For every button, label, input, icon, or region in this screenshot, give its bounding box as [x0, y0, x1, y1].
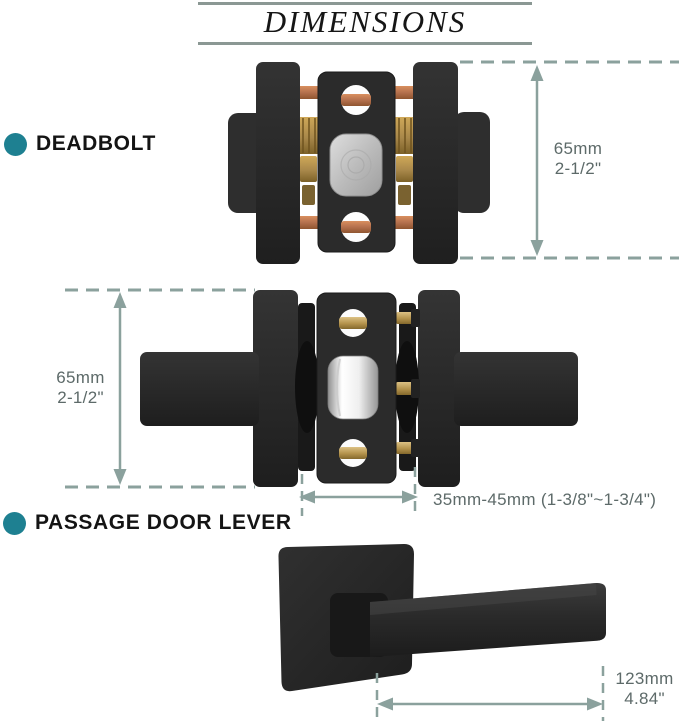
section-passage-lever-label: PASSAGE DOOR LEVER [35, 511, 292, 534]
latch-hole-bottom [339, 439, 367, 467]
deadbolt-illustration [228, 60, 679, 264]
right-lever-handle [454, 352, 578, 426]
page-title: DIMENSIONS [263, 4, 467, 39]
section-passage-lever: PASSAGE DOOR LEVER [3, 511, 292, 535]
deadbolt-height-dimension: 65mm 2-1/2" [528, 139, 628, 179]
lever-length-dimension: 123mm 4.84" [610, 669, 679, 709]
deadbolt-keyside-cylinder [454, 112, 490, 213]
lever-handle-highlight [370, 583, 597, 615]
latch-mechanism-right [395, 303, 420, 471]
deadbolt-right-plate [413, 62, 458, 264]
circle-bullet-icon [3, 511, 26, 535]
deadbolt-height-inch: 2-1/2" [554, 159, 602, 179]
section-deadbolt-label: DEADBOLT [36, 132, 156, 155]
latch-bolt-chrome [327, 355, 379, 420]
deadbolt-height-mm: 65mm [553, 139, 603, 158]
deadbolt-left-plate [256, 62, 300, 264]
title-rule-top [198, 2, 532, 5]
lever-height-dimension: 65mm 2-1/2" [33, 368, 128, 408]
latch-hole-top [341, 85, 371, 115]
lever-set-illustration [65, 288, 578, 516]
latch-mechanism-left [295, 303, 319, 471]
latch-hole-bottom [341, 212, 371, 242]
deadbolt-bolt-face [329, 133, 383, 197]
latch-hole-top [339, 309, 367, 337]
single-lever-illustration [278, 544, 606, 721]
lever-right-rosette-plate [418, 290, 460, 487]
section-deadbolt: DEADBOLT [4, 132, 156, 156]
height-dimension-arrow [113, 292, 127, 485]
circle-bullet-icon [4, 132, 27, 156]
title-rule-bottom [198, 42, 532, 45]
lever-height-inch: 2-1/2" [57, 388, 104, 408]
lever-left-rosette-plate [253, 290, 298, 487]
door-thickness-dimension: 35mm-45mm (1-3/8"~1-3/4") [433, 490, 657, 509]
height-dimension-arrow [530, 65, 544, 256]
lever-length-inch: 4.84" [624, 689, 665, 709]
lever-length-mm: 123mm [615, 669, 674, 688]
thickness-dimension-arrow [299, 490, 418, 504]
length-dimension-arrow [377, 697, 603, 711]
lever-height-mm: 65mm [56, 368, 105, 387]
left-lever-handle [140, 352, 259, 426]
brass-spindle-right [394, 117, 415, 205]
brass-spindle-left [298, 117, 319, 205]
